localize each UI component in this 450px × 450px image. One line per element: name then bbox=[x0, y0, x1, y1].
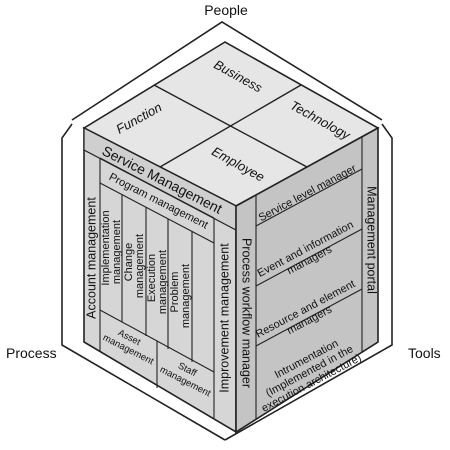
problem-label-2: management bbox=[180, 264, 192, 328]
implementation-label-2: management bbox=[111, 220, 123, 284]
process-label: Process bbox=[6, 345, 57, 361]
improvement-management-label: Improvement management bbox=[217, 243, 231, 393]
change-label-1: Change bbox=[123, 243, 135, 282]
change-label-2: management bbox=[134, 234, 146, 298]
program-band-top bbox=[99, 157, 215, 219]
execution-label-2: management bbox=[157, 250, 169, 314]
execution-label-1: Execution bbox=[146, 254, 158, 302]
outer-brackets bbox=[61, 21, 393, 441]
people-label: People bbox=[204, 2, 248, 18]
account-management-label: Account management bbox=[84, 197, 98, 319]
right-row-2 bbox=[255, 228, 363, 287]
bracket-tools bbox=[224, 123, 393, 441]
process-workflow-manager-label: Process workflow manager bbox=[240, 238, 254, 388]
bracket-process bbox=[61, 123, 226, 441]
management-portal-label: Management portal bbox=[365, 186, 379, 294]
problem-label-1: Problem bbox=[169, 272, 181, 313]
top-face-divider-b bbox=[159, 84, 302, 168]
left-face-grid bbox=[99, 157, 215, 418]
tools-label: Tools bbox=[408, 345, 441, 361]
right-face bbox=[235, 126, 379, 434]
implementation-label-1: Implementation bbox=[100, 210, 112, 285]
right-row-3 bbox=[255, 288, 363, 347]
bracket-people bbox=[71, 21, 383, 121]
program-band-bottom bbox=[99, 182, 215, 244]
right-face-grid bbox=[255, 137, 363, 420]
right-row-1 bbox=[255, 168, 363, 227]
